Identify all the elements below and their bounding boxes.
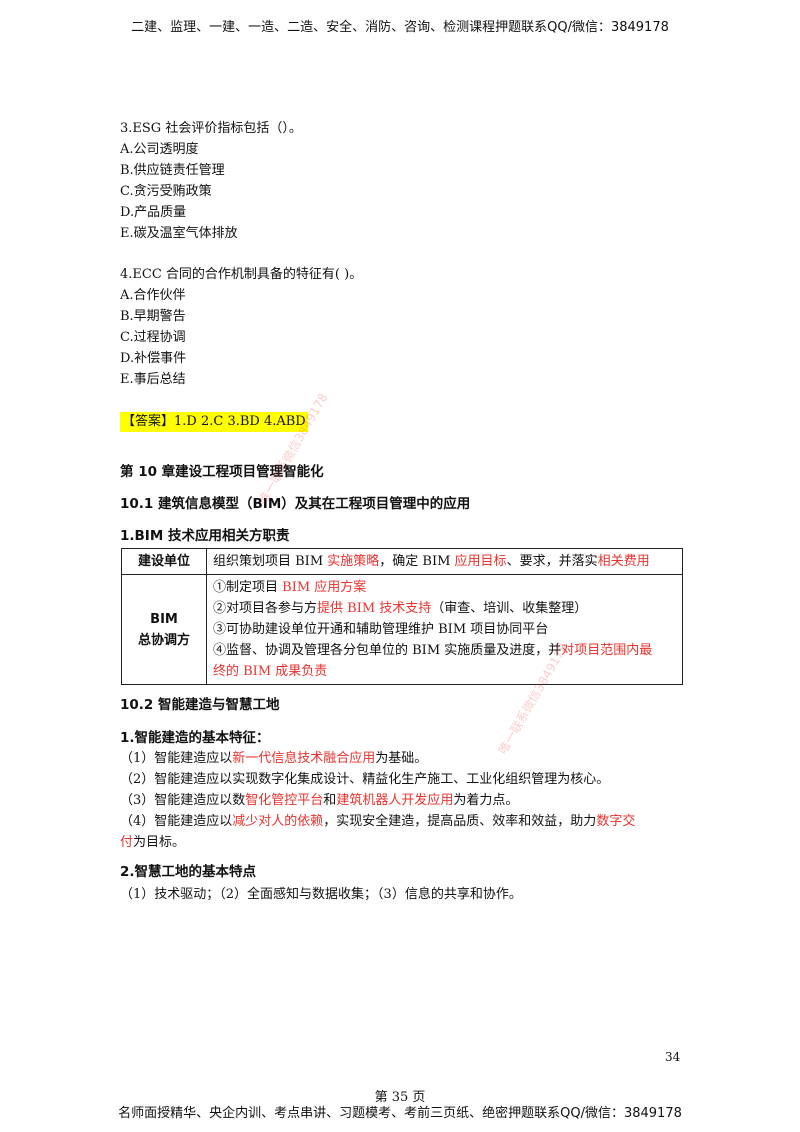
text-span: （3）智能建造应以数 <box>120 793 246 808</box>
highlight-text: 对项目范围内最 <box>561 643 653 658</box>
subsection-title-bim-roles: 1.BIM 技术应用相关方职责 <box>120 528 290 544</box>
smart-site-features: （1）技术驱动；（2）全面感知与数据收集；（3）信息的共享和协作。 <box>120 884 690 905</box>
section-title-10-1: 10.1 建筑信息模型（BIM）及其在工程项目管理中的应用 <box>120 496 471 512</box>
feature-line: （4）智能建造应以减少对人的依赖，实现安全建造，提高品质、效率和效益，助力数字交 <box>120 811 700 832</box>
highlight-text: 付 <box>120 835 134 850</box>
text-span: ，确定 BIM <box>379 554 455 569</box>
option: A.公司透明度 <box>120 142 199 157</box>
text-span: ①制定项目 <box>213 580 283 595</box>
highlight-text: 建筑机器人开发应用 <box>336 793 454 808</box>
footer-banner: 名师面授精华、央企内训、考点串讲、习题模考、考前三页纸、绝密押题联系QQ/微信：… <box>118 1106 682 1121</box>
text-span: （1）智能建造应以 <box>120 751 233 766</box>
cell-line: 终的 BIM 成果负责 <box>213 661 676 682</box>
option: A.合作伙伴 <box>120 288 186 303</box>
section-title-10-2: 10.2 智能建造与智慧工地 <box>120 697 280 713</box>
option: C.贪污受贿政策 <box>120 184 212 199</box>
text-span: 为目标。 <box>133 835 186 850</box>
highlight-text: 应用目标 <box>454 554 507 569</box>
table-row-header: 建设单位 <box>121 548 207 575</box>
watermark: 唯一联系微信3849178 <box>255 390 331 507</box>
bim-responsibility-table: 建设单位 组织策划项目 BIM 实施策略，确定 BIM 应用目标、要求，并落实相… <box>121 548 683 685</box>
table-cell: ①制定项目 BIM 应用方案 ②对项目各参与方提供 BIM 技术支持（审查、培训… <box>206 574 683 685</box>
feature-line: （1）技术驱动；（2）全面感知与数据收集；（3）信息的共享和协作。 <box>120 887 522 902</box>
highlight-text: BIM 应用方案 <box>282 580 367 595</box>
text-span: ③可协助建设单位开通和辅助管理维护 BIM 项目协同平台 <box>213 622 549 637</box>
text-span: （审查、培训、收集整理） <box>431 601 588 616</box>
text-span: 组织策划项目 BIM <box>213 554 328 569</box>
feature-line: （1）智能建造应以新一代信息技术融合应用为基础。 <box>120 748 700 769</box>
text-span: 为基础。 <box>375 751 428 766</box>
cell-line: ①制定项目 BIM 应用方案 <box>213 577 676 598</box>
option: B.早期警告 <box>120 309 186 324</box>
highlight-text: 终的 BIM 成果负责 <box>213 664 328 679</box>
highlight-text: 数字交 <box>596 814 636 829</box>
table-row-header: BIM 总协调方 <box>121 574 207 685</box>
answer-key: 【答案】1.D 2.C 3.BD 4.ABD <box>120 412 308 432</box>
subsection-title-smart-site: 2.智慧工地的基本特点 <box>120 864 257 880</box>
text-span: （4）智能建造应以 <box>120 814 233 829</box>
text-span: 、要求，并落实 <box>506 554 598 569</box>
text-span: ②对项目各参与方 <box>213 601 318 616</box>
option: D.补偿事件 <box>120 351 187 366</box>
highlight-text: 提供 BIM 技术支持 <box>317 601 432 616</box>
question-4: 4.ECC 合同的合作机制具备的特征有( )。 A.合作伙伴 B.早期警告 C.… <box>120 264 690 390</box>
highlight-text: 减少对人的依赖 <box>232 814 324 829</box>
text-span: ④监督、协调及管理各分包单位的 BIM 实施质量及进度，并 <box>213 643 562 658</box>
question-3: 3.ESG 社会评价指标包括（）。 A.公司透明度 B.供应链责任管理 C.贪污… <box>120 118 690 244</box>
feature-line: 付为目标。 <box>120 832 700 853</box>
text-span: ，实现安全建造，提高品质、效率和效益，助力 <box>323 814 597 829</box>
header-banner: 二建、监理、一建、一造、二造、安全、消防、咨询、检测课程押题联系QQ/微信：38… <box>131 20 669 35</box>
table-cell: 组织策划项目 BIM 实施策略，确定 BIM 应用目标、要求，并落实相关费用 <box>206 548 683 575</box>
page-number: 34 <box>665 1050 681 1064</box>
table-row: BIM 总协调方 ①制定项目 BIM 应用方案 ②对项目各参与方提供 BIM 技… <box>121 574 683 685</box>
option: B.供应链责任管理 <box>120 163 225 178</box>
option: E.碳及温室气体排放 <box>120 226 238 241</box>
highlight-text: 实施策略 <box>327 554 380 569</box>
highlight-text: 智化管控平台 <box>245 793 324 808</box>
cell-line: ②对项目各参与方提供 BIM 技术支持（审查、培训、收集整理） <box>213 598 676 619</box>
text-span: 为着力点。 <box>453 793 519 808</box>
option: E.事后总结 <box>120 372 186 387</box>
feature-line: （2）智能建造应以实现数字化集成设计、精益化生产施工、工业化组织管理为核心。 <box>120 769 700 790</box>
header-line: 总协调方 <box>137 632 190 648</box>
cell-line: ③可协助建设单位开通和辅助管理维护 BIM 项目协同平台 <box>213 619 676 640</box>
smart-construction-features: （1）智能建造应以新一代信息技术融合应用为基础。 （2）智能建造应以实现数字化集… <box>120 748 700 853</box>
option: D.产品质量 <box>120 205 187 220</box>
feature-line: （3）智能建造应以数智化管控平台和建筑机器人开发应用为着力点。 <box>120 790 700 811</box>
text-span: 和 <box>323 793 337 808</box>
highlight-text: 相关费用 <box>597 554 650 569</box>
question-stem: 4.ECC 合同的合作机制具备的特征有( )。 <box>120 267 363 282</box>
subsection-title-smart-construction: 1.智能建造的基本特征： <box>120 730 270 746</box>
question-stem: 3.ESG 社会评价指标包括（）。 <box>120 121 302 136</box>
chapter-title: 第 10 章建设工程项目管理智能化 <box>120 464 324 480</box>
highlight-text: 新一代信息技术融合应用 <box>232 751 376 766</box>
header-line: BIM <box>150 611 178 627</box>
table-row: 建设单位 组织策划项目 BIM 实施策略，确定 BIM 应用目标、要求，并落实相… <box>121 548 683 575</box>
cell-line: ④监督、协调及管理各分包单位的 BIM 实施质量及进度，并对项目范围内最 <box>213 640 676 661</box>
page-label: 第 35 页 <box>374 1090 426 1105</box>
text-span: （2）智能建造应以实现数字化集成设计、精益化生产施工、工业化组织管理为核心。 <box>120 772 610 787</box>
option: C.过程协调 <box>120 330 186 345</box>
